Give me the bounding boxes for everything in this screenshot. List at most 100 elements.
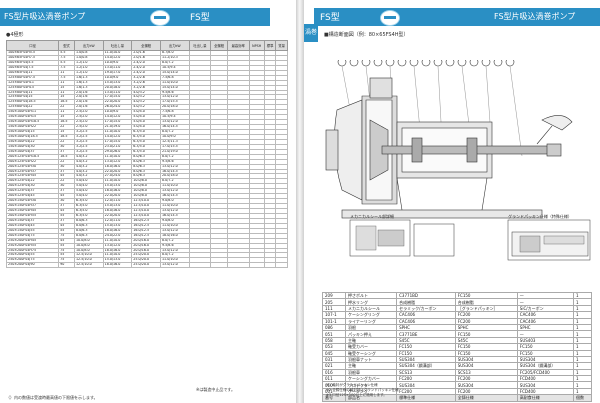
parts-cell: FC150: [516, 349, 574, 357]
parts-cell: 押水リング: [344, 298, 398, 306]
parts-cell: 1: [572, 343, 593, 351]
parts-cell: SUS304: [516, 355, 574, 364]
spec-column-header: 質量: [275, 40, 288, 51]
parts-cell: FC205/FCD400: [516, 368, 574, 377]
parts-column-header: 高耐食仕様: [516, 394, 574, 402]
parts-cell: ライナーリング: [344, 317, 398, 325]
parts-cell: 主軸: [344, 362, 398, 370]
footnote-left: （）内の数値は受渡時最高値の下限値を示します。: [6, 395, 98, 400]
parts-cell: CAC406: [516, 317, 574, 325]
left-header-title: FS型片吸込渦巻ポンプ: [4, 12, 86, 21]
parts-cell: —: [516, 298, 574, 306]
spec-column-header: 全揚程: [210, 40, 228, 51]
parts-cell: 羽根車: [344, 368, 398, 377]
spec-column-header: 吐出し量: [188, 40, 212, 51]
logo-icon: [380, 10, 400, 26]
spec-cell: [188, 262, 212, 269]
spec-column-header: 口径: [5, 40, 60, 51]
parts-cell: 1: [572, 387, 593, 396]
page-gutter: [296, 0, 304, 403]
spec-cell: 18.0/16.0: [102, 262, 133, 269]
parts-cell: 1: [572, 381, 593, 389]
note-item: ※1 軸封がグランドパッキン仕様: [326, 383, 378, 387]
right-page: FS型 FS型片吸込渦巻ポンプ 渦巻 ■構造断面図（例：80×65FS4H型）: [304, 0, 600, 403]
parts-cell: CAC406: [516, 311, 574, 319]
spec-column-header: 型式: [58, 40, 75, 51]
parts-cell: プロテクタ: [344, 381, 398, 389]
spec-cell: [226, 262, 250, 269]
parts-cell: 1: [572, 355, 593, 364]
parts-cell: 1: [572, 311, 593, 319]
parts-cell: 1: [572, 291, 593, 300]
parts-table-header: 番号部品名標準仕様全鋳仕様高耐食仕様個数: [322, 394, 593, 402]
parts-cell: ケーシングカバー: [344, 375, 398, 383]
notes: ※1 軸封がグランドパッキン仕様 ※2 全鋳仕様の軸封部はグランドパッキン仕様 …: [326, 383, 399, 398]
parts-cell: —: [516, 291, 574, 300]
parts-cell: FCD400: [516, 375, 574, 383]
parts-cell: SUS403: [516, 336, 574, 345]
spec-column-header: 全揚程: [131, 40, 161, 51]
parts-cell: 1: [572, 349, 593, 357]
parts-cell: 羽根車ナット: [344, 355, 398, 364]
spec-column-header: 最高効率: [226, 40, 250, 51]
parts-cell: 押さボルト: [344, 291, 398, 300]
parts-cell: 羽根: [344, 323, 398, 332]
spec-column-header: 出力kW: [159, 40, 190, 51]
parts-column-header: 標準仕様: [396, 394, 456, 402]
spec-cell: [275, 262, 288, 269]
parts-cell: 1: [572, 336, 593, 345]
parts-cell: SUS304（鋼溝部）: [516, 362, 574, 370]
left-header-bar: FS型片吸込渦巻ポンプ FS型: [0, 8, 270, 26]
section-title: ■構造断面図（例：80×65FS4H型）: [324, 32, 409, 38]
spec-cell: 13.0/12.0: [159, 262, 190, 269]
spec-column-header: 出力kW: [73, 40, 104, 51]
parts-cell: FCD400: [516, 387, 574, 396]
spec-column-header: 吐出し量: [102, 40, 133, 51]
note-item: ※3 口径125×100以上に適用します。: [326, 393, 387, 397]
logo-icon: [150, 10, 170, 26]
parts-cell: 1: [572, 304, 593, 313]
parts-cell: 1: [572, 330, 593, 338]
spec-cell: 90: [58, 262, 75, 269]
parts-cell: FC150: [516, 343, 574, 351]
parts-cell: パッキン押え: [344, 330, 398, 338]
pump-cross-section-drawing: メカニカルシール部詳細 グランドパッキン仕様（特殊仕様）: [325, 60, 591, 261]
right-header-title: FS型片吸込渦巻ポンプ: [494, 12, 576, 21]
spec-cell: 250×200FS4J90: [5, 262, 60, 269]
spec-cell: 25.0/20.0: [131, 262, 161, 269]
spec-cell: 12.5/10.0: [73, 262, 104, 269]
side-tab: 渦巻: [304, 24, 318, 42]
parts-cell: 1: [572, 375, 593, 383]
parts-cell: ケーシングリング: [344, 311, 398, 319]
spec-cell: [248, 262, 265, 269]
parts-cell: ケーシング: [344, 387, 398, 396]
